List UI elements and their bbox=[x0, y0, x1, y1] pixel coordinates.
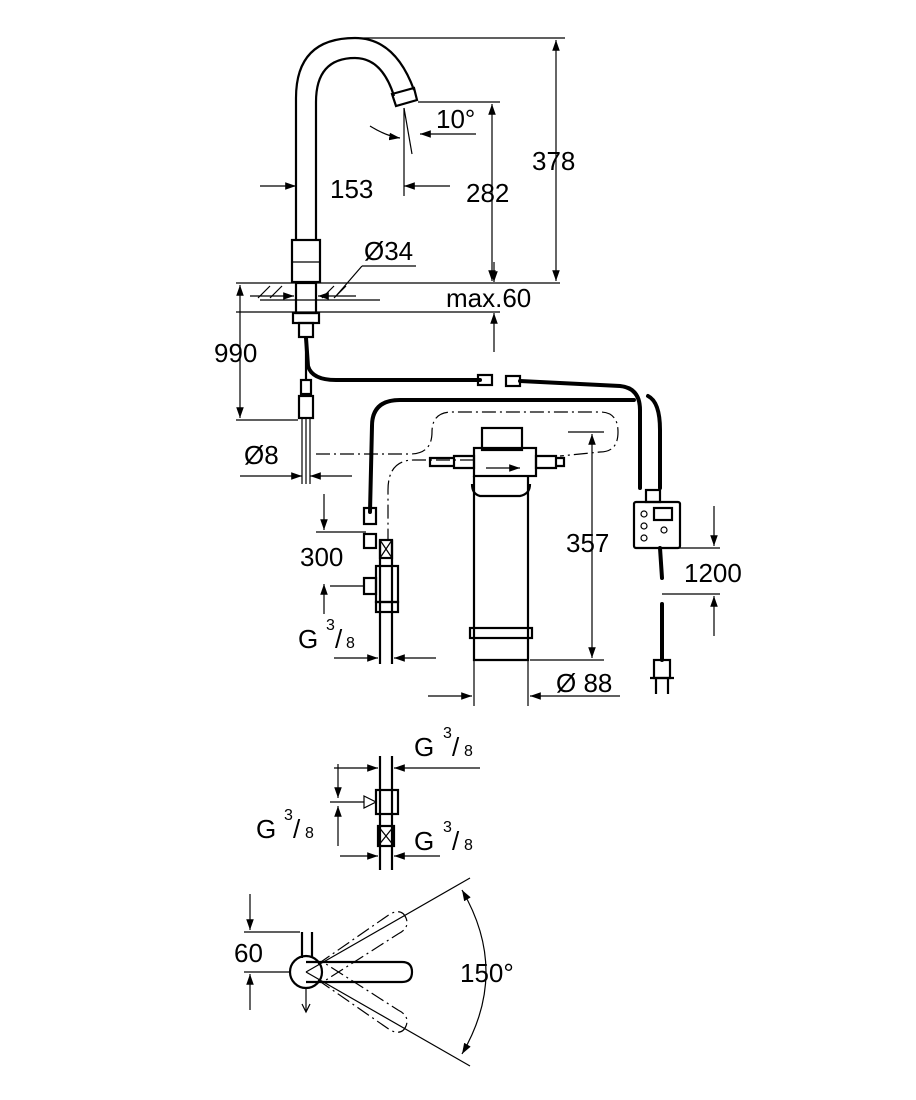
dim-tee-right: G 3 / 8 bbox=[340, 819, 473, 860]
dim-base-diameter: Ø34 bbox=[250, 236, 416, 300]
main-thread-base: G bbox=[298, 624, 318, 654]
spout-reach-label: 153 bbox=[330, 174, 373, 204]
dim-max-counter: max.60 bbox=[446, 262, 531, 352]
cable-length-label: 1200 bbox=[684, 558, 742, 588]
dim-spout-reach: 153 bbox=[260, 174, 450, 204]
tee-right-num: 3 bbox=[443, 819, 452, 836]
tee-right-den: 8 bbox=[464, 837, 473, 854]
svg-text:/: / bbox=[452, 732, 460, 762]
filter-height-label: 357 bbox=[566, 528, 609, 558]
countertop bbox=[236, 282, 560, 313]
base-diameter-label: Ø34 bbox=[364, 236, 413, 266]
dim-spout-height: 282 bbox=[418, 101, 509, 281]
dim-total-height: 378 bbox=[360, 37, 575, 281]
tee-right-base: G bbox=[414, 826, 434, 856]
swivel-depth-label: 60 bbox=[234, 938, 263, 968]
tee-fitting bbox=[330, 756, 400, 870]
shank-length-label: 990 bbox=[214, 338, 257, 368]
spout-angle-label: 10° bbox=[436, 104, 475, 134]
main-thread-den: 8 bbox=[346, 635, 355, 652]
svg-text:/: / bbox=[335, 624, 343, 654]
tee-top-den: 8 bbox=[464, 743, 473, 760]
tee-left-num: 3 bbox=[284, 807, 293, 824]
tee-left-den: 8 bbox=[305, 825, 314, 842]
angle-valve bbox=[330, 538, 400, 664]
spout-height-label: 282 bbox=[466, 178, 509, 208]
max-counter-label: max.60 bbox=[446, 283, 531, 313]
tee-top-num: 3 bbox=[443, 725, 452, 742]
dim-swivel-depth: 60 bbox=[234, 894, 300, 1010]
faucet-shank bbox=[291, 281, 321, 484]
dim-tee-left: G 3 / 8 bbox=[256, 764, 342, 846]
svg-text:/: / bbox=[293, 814, 301, 844]
dim-tee-top: G 3 / 8 bbox=[334, 725, 480, 772]
tee-top-base: G bbox=[414, 732, 434, 762]
dim-filter-diameter: Ø 88 bbox=[428, 660, 620, 706]
cables bbox=[304, 336, 662, 550]
tee-left-base: G bbox=[256, 814, 276, 844]
dim-shank-length: 990 bbox=[214, 285, 298, 421]
swivel-angle-label: 150° bbox=[460, 958, 514, 988]
filter-diameter-label: Ø 88 bbox=[556, 668, 612, 698]
filter-unit bbox=[428, 426, 566, 662]
dim-spout-angle: 10° bbox=[369, 104, 476, 196]
pipe-diameter-label: Ø8 bbox=[244, 440, 279, 470]
control-box bbox=[632, 488, 682, 694]
dim-pipe-diameter: Ø8 bbox=[240, 440, 352, 480]
dim-cable-length: 1200 bbox=[662, 506, 742, 636]
svg-text:/: / bbox=[452, 826, 460, 856]
hose-length-label: 300 bbox=[300, 542, 343, 572]
dim-main-thread: G 3 / 8 bbox=[298, 617, 436, 662]
total-height-label: 378 bbox=[532, 146, 575, 176]
dim-hose-length: 300 bbox=[300, 494, 366, 614]
top-view: 150° bbox=[288, 877, 514, 1067]
main-thread-num: 3 bbox=[326, 617, 335, 634]
dim-filter-height: 357 bbox=[530, 431, 609, 661]
